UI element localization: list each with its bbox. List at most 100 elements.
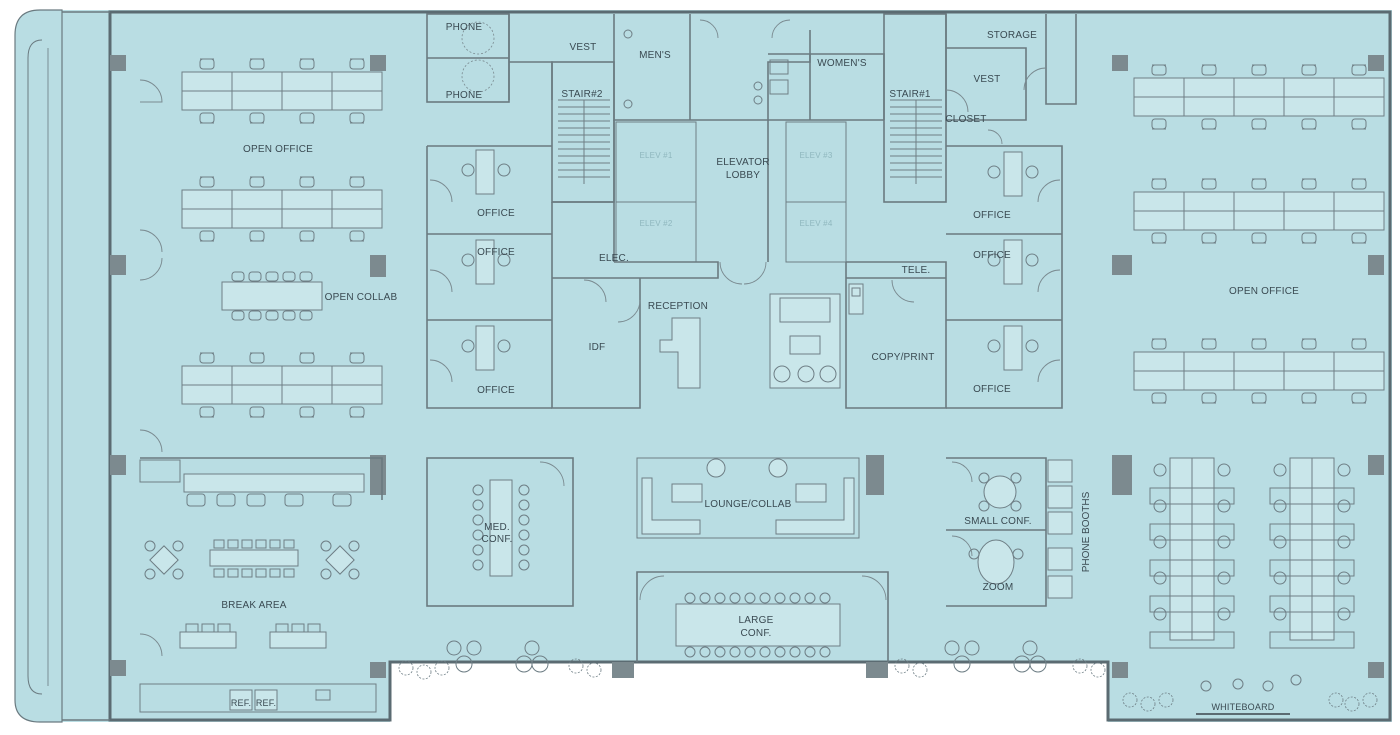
chair <box>1201 392 1217 404</box>
cafe-chair <box>172 568 184 580</box>
open-collab-table <box>221 271 323 321</box>
chair <box>1201 64 1217 76</box>
conf-chair <box>744 646 756 658</box>
desk <box>1283 96 1335 117</box>
plant <box>912 662 928 678</box>
chair <box>249 352 265 364</box>
cafe-chair <box>144 540 156 552</box>
desk <box>1133 191 1185 212</box>
chair <box>299 352 315 364</box>
label-reception: RECEPTION <box>648 301 708 312</box>
label-office-l3: OFFICE <box>477 385 515 396</box>
break-chair <box>255 539 267 549</box>
conf-chair <box>789 646 801 658</box>
copy-machine <box>848 283 864 315</box>
bar-stool <box>284 493 304 507</box>
cafe-chair <box>320 568 332 580</box>
collab-chair <box>299 271 313 282</box>
bar-stool <box>186 493 206 507</box>
office-chair <box>461 163 475 177</box>
desk <box>281 90 333 111</box>
label-large-conf-2: CONF. <box>741 628 772 639</box>
collab-chair <box>231 271 245 282</box>
small-conference-furniture <box>968 472 1024 585</box>
desk <box>1183 77 1235 98</box>
lounge-furniture <box>636 457 860 539</box>
chair <box>299 176 315 188</box>
desk <box>181 384 233 405</box>
desk <box>1333 210 1385 231</box>
chair <box>1251 338 1267 350</box>
conf-chair <box>774 592 786 604</box>
desk <box>181 208 233 229</box>
conf-chair <box>472 559 484 571</box>
desk <box>1333 77 1385 98</box>
desk <box>331 365 383 386</box>
bench-cross <box>1269 559 1355 577</box>
bench-cross <box>1149 595 1235 613</box>
office-chair <box>461 253 475 267</box>
conf-chair <box>804 592 816 604</box>
label-open-office-left: OPEN OFFICE <box>243 144 313 155</box>
conf-chair <box>472 499 484 511</box>
bench-chair <box>1217 607 1231 621</box>
chair <box>199 352 215 364</box>
conf-chair <box>774 646 786 658</box>
bench-chair <box>1273 499 1287 513</box>
bar-stool <box>332 493 352 507</box>
plant <box>1158 692 1174 708</box>
break-table <box>209 549 299 567</box>
lobby-seating <box>769 293 841 389</box>
label-elevator-lobby-2: LOBBY <box>726 170 760 181</box>
chair <box>1301 64 1317 76</box>
desk <box>1133 210 1185 231</box>
plant <box>434 660 450 676</box>
chair <box>1351 392 1367 404</box>
bench-chair <box>1337 571 1351 585</box>
conf-chair <box>789 592 801 604</box>
bench-chair <box>1217 535 1231 549</box>
bar-counter <box>183 473 365 493</box>
conf-chair <box>714 592 726 604</box>
label-closet: CLOSET <box>945 114 986 125</box>
bench-cross <box>1269 631 1355 649</box>
label-elec: ELEC. <box>599 253 629 264</box>
plant <box>1328 692 1344 708</box>
conf-chair <box>472 544 484 556</box>
desk <box>331 90 383 111</box>
label-tele: TELE. <box>902 265 931 276</box>
desk <box>1183 191 1235 212</box>
plant <box>894 658 910 674</box>
bottom-lounge-chairs <box>446 640 1047 673</box>
cafe-table <box>325 545 355 575</box>
chair <box>199 230 215 242</box>
label-storage: STORAGE <box>987 30 1037 41</box>
chair <box>1301 118 1317 130</box>
office-desk <box>1003 151 1023 197</box>
bench-chair <box>1153 571 1167 585</box>
collab-chair <box>248 271 262 282</box>
desk <box>231 71 283 92</box>
chair <box>1201 232 1217 244</box>
chair <box>199 112 215 124</box>
break-chair <box>241 539 253 549</box>
desk <box>1233 96 1285 117</box>
booth-table <box>179 631 237 649</box>
conf-chair <box>518 484 530 496</box>
label-lounge-collab: LOUNGE/COLLAB <box>704 499 791 510</box>
chair <box>299 112 315 124</box>
label-elev-3: ELEV #3 <box>800 151 833 160</box>
chair <box>1151 338 1167 350</box>
break-chair <box>269 568 281 578</box>
label-phone-bottom: PHONE <box>446 90 483 101</box>
office-chair <box>987 253 1001 267</box>
label-office-r1: OFFICE <box>973 210 1011 221</box>
bench-cross <box>1269 595 1355 613</box>
plant <box>1090 662 1106 678</box>
workstations-right <box>1133 64 1385 404</box>
collab-chair <box>265 271 279 282</box>
collab-chair <box>248 310 262 321</box>
room-labels: PHONE PHONE VEST MEN'S WOMEN'S STORAGE V… <box>221 22 1299 712</box>
break-area-furniture <box>139 459 365 649</box>
